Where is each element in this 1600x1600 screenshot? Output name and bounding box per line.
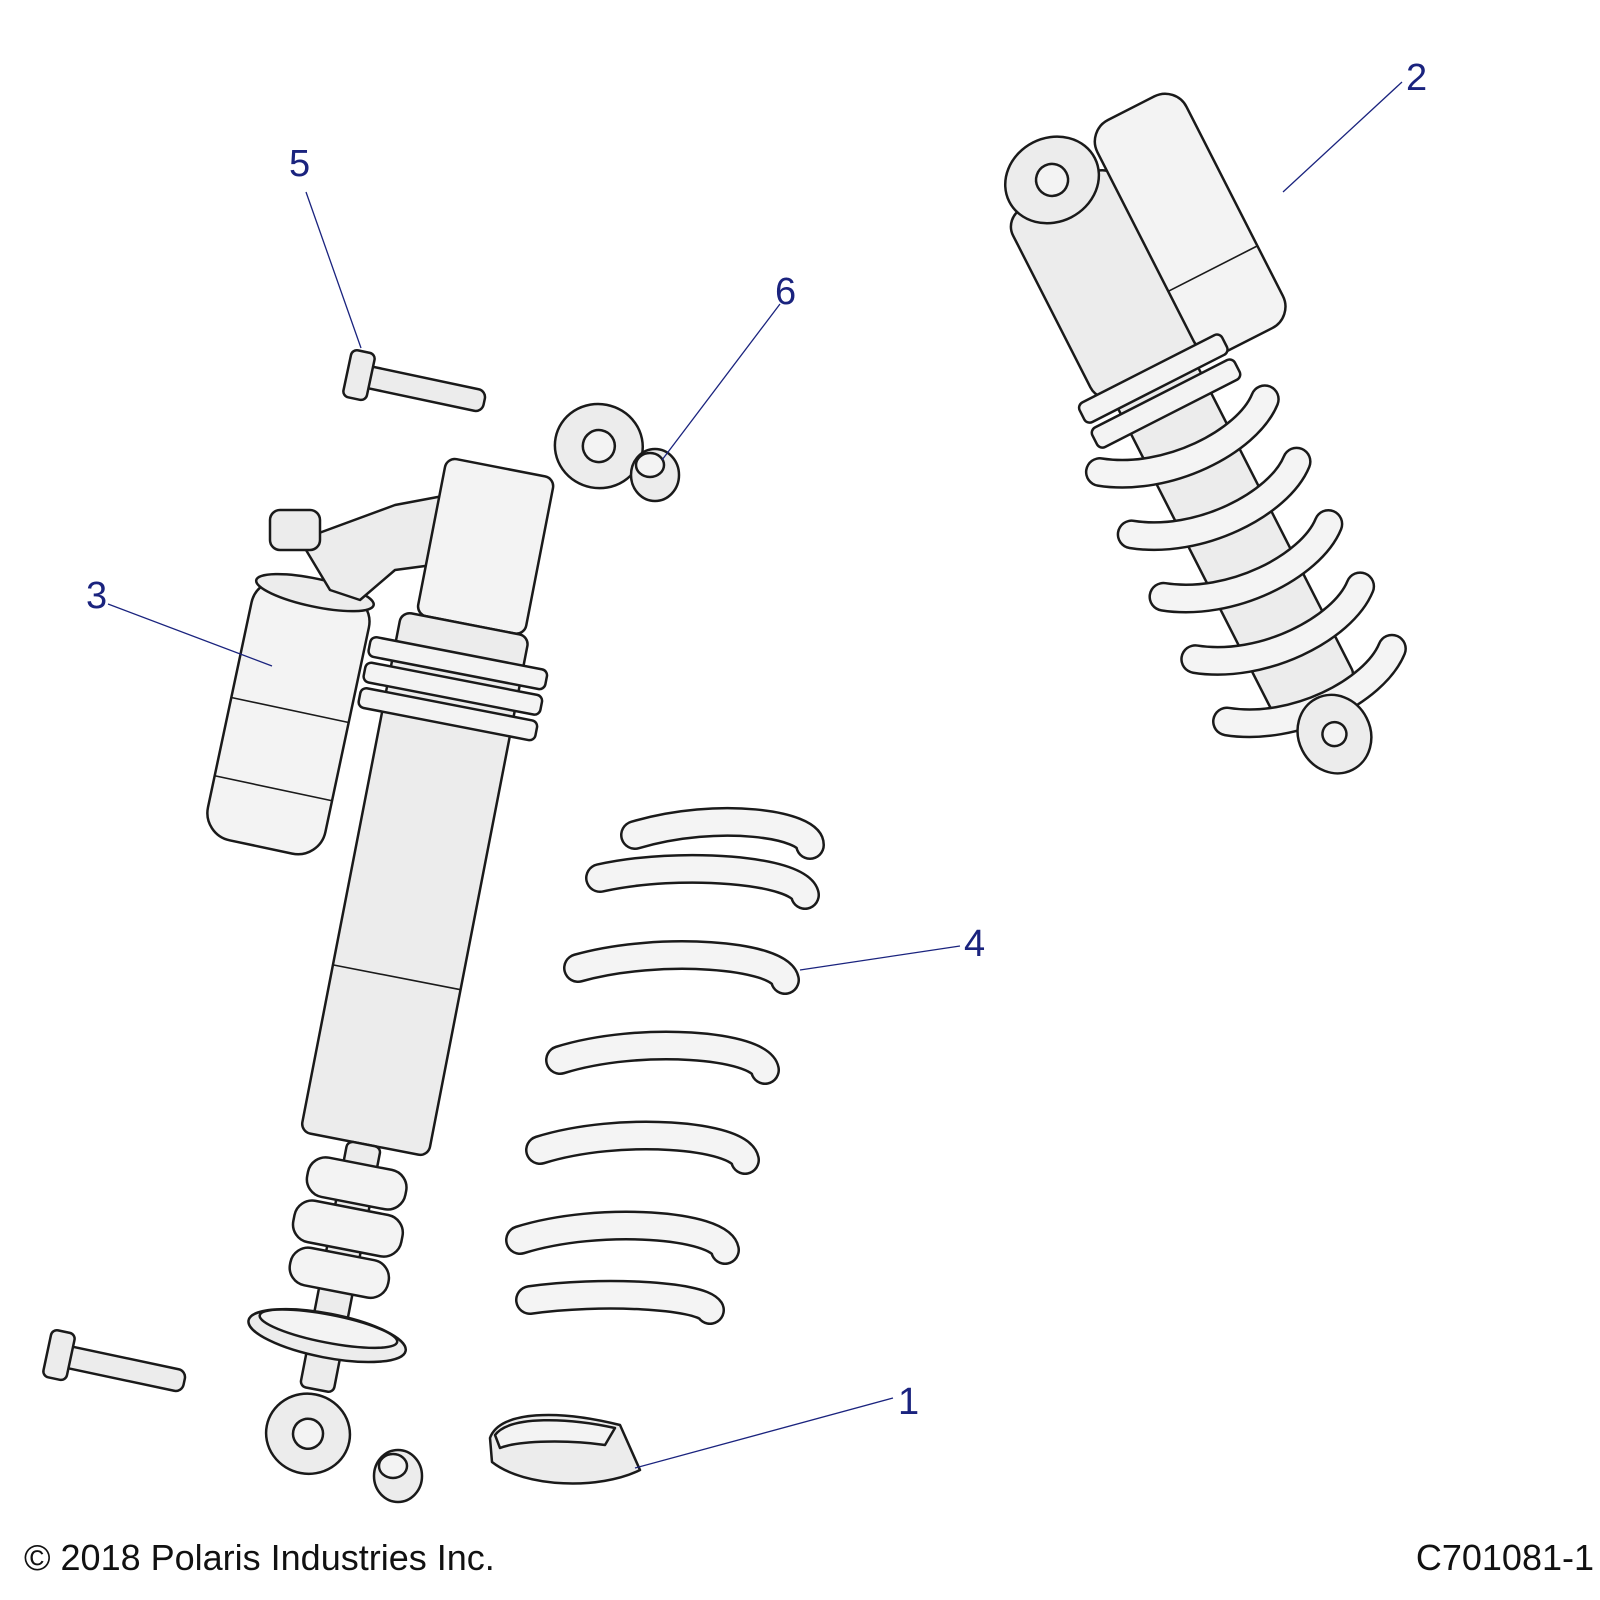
nut-upper <box>629 447 681 503</box>
callout-5: 5 <box>289 143 310 185</box>
bolt-upper <box>342 348 487 413</box>
shock-assembly-complete <box>1003 92 1407 775</box>
leader-line-5 <box>305 191 362 349</box>
callout-4: 4 <box>964 923 985 965</box>
coil-spring <box>505 806 825 1325</box>
leader-line-1 <box>634 1397 894 1469</box>
spring-retainer <box>488 1413 642 1485</box>
leader-line-3 <box>107 603 273 667</box>
leader-line-6 <box>661 303 781 461</box>
shock-absorber <box>206 402 644 1476</box>
callout-2: 2 <box>1406 57 1427 99</box>
leader-line-4 <box>799 945 961 971</box>
copyright-notice: © 2018 Polaris Industries Inc. <box>24 1537 495 1578</box>
callout-3: 3 <box>86 575 107 617</box>
bolt-lower <box>42 1328 187 1393</box>
callout-6: 6 <box>775 271 796 313</box>
callout-1: 1 <box>898 1381 919 1423</box>
nut-lower <box>372 1448 424 1504</box>
drawing-number: C701081-1 <box>1415 1537 1594 1578</box>
shock-assembly-spring <box>1084 384 1407 739</box>
leader-line-2 <box>1282 81 1403 193</box>
